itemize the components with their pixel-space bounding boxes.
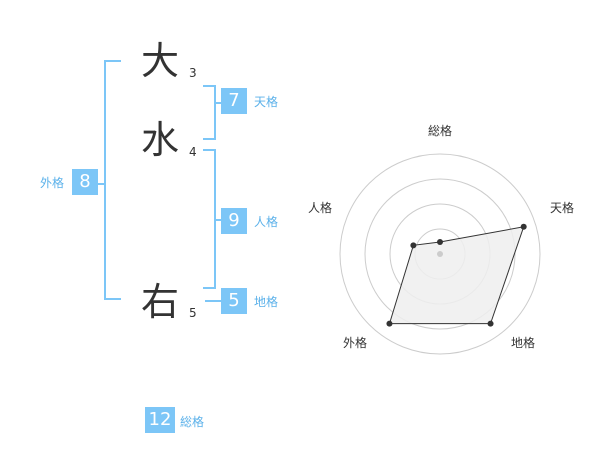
soukaku-label: 総格 bbox=[180, 415, 205, 429]
name-char-2: 水 bbox=[141, 118, 180, 162]
radar-point-4 bbox=[386, 320, 393, 327]
tenkaku-bracket bbox=[203, 85, 216, 140]
gaikaku-bracket bbox=[104, 60, 121, 300]
stroke-count-3: 5 bbox=[189, 306, 197, 320]
gaikaku-connector bbox=[98, 183, 106, 185]
radar-point-1 bbox=[437, 239, 443, 245]
jinkaku-connector bbox=[214, 219, 222, 221]
radar-center-dot bbox=[437, 251, 443, 257]
stroke-count-2: 4 bbox=[189, 145, 197, 159]
radar-axis-label-jinkaku: 人格 bbox=[308, 200, 332, 215]
radar-axis-label-soukaku: 総格 bbox=[428, 123, 452, 138]
jinkaku-label: 人格 bbox=[254, 215, 279, 229]
radar-axis-label-tenkaku: 天格 bbox=[550, 200, 574, 215]
name-char-1: 大 bbox=[141, 39, 180, 83]
chikaku-connector bbox=[205, 300, 222, 302]
radar-chart: 総格 天格 地格 外格 人格 bbox=[308, 123, 574, 355]
tenkaku-badge: 7 bbox=[221, 88, 247, 114]
radar-ring bbox=[339, 153, 541, 355]
chikaku-badge: 5 bbox=[221, 288, 247, 314]
radar-point-2 bbox=[520, 223, 527, 230]
radar-point-5 bbox=[410, 242, 417, 249]
radar-points bbox=[386, 223, 527, 327]
stroke-count-1: 3 bbox=[189, 66, 197, 80]
gaikaku-badge: 8 bbox=[72, 169, 98, 195]
tenkaku-label: 天格 bbox=[254, 95, 279, 109]
chikaku-label: 地格 bbox=[254, 295, 279, 309]
jinkaku-badge: 9 bbox=[221, 208, 247, 234]
gaikaku-label: 外格 bbox=[40, 176, 65, 190]
radar-axis-label-chikaku: 地格 bbox=[511, 335, 535, 350]
radar-point-3 bbox=[487, 320, 494, 327]
radar-axis-label-gaikaku: 外格 bbox=[343, 335, 367, 350]
radar-polygon bbox=[388, 226, 525, 325]
radar-ring bbox=[364, 178, 516, 330]
name-char-3: 右 bbox=[141, 280, 180, 324]
tenkaku-connector bbox=[214, 102, 222, 104]
soukaku-badge: 12 bbox=[145, 407, 175, 433]
